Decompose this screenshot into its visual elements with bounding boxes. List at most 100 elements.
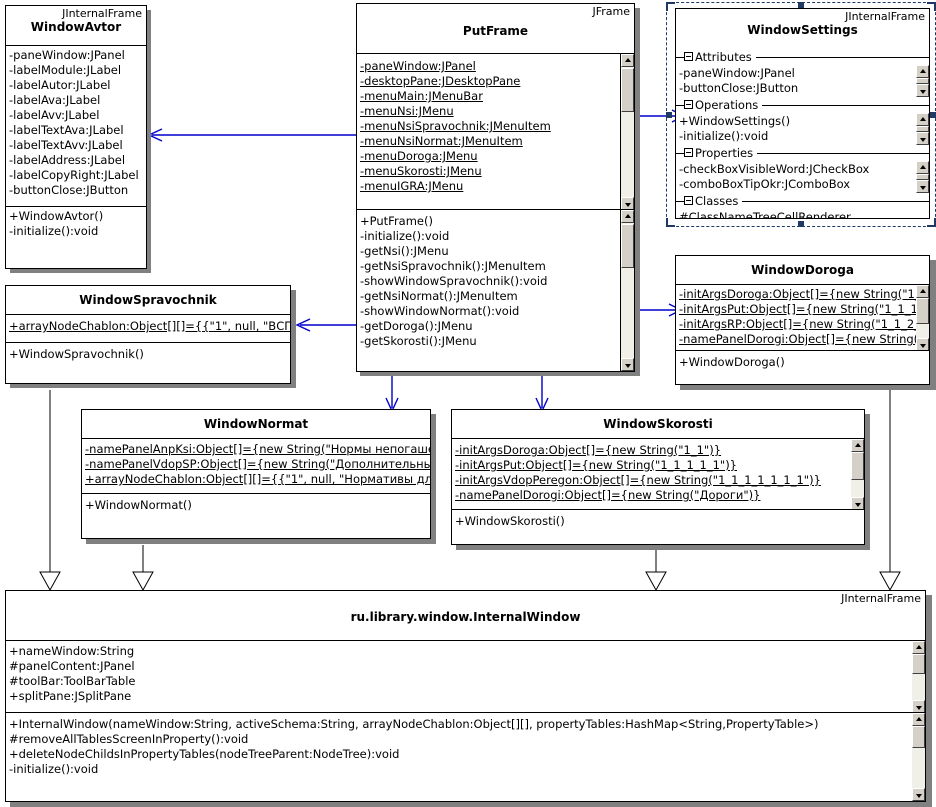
attributes-section[interactable]: -namePanelAnpKsi:Object[]={new String("Н… — [82, 439, 430, 494]
scroll-down-button[interactable] — [916, 132, 929, 145]
operation-rows: +WindowSkorosti() — [452, 510, 565, 529]
operation-row: -getNsiNormat():JMenuItem — [360, 289, 518, 303]
attributes-section[interactable]: -paneWindow:JPanel -buttonClose:JButton — [676, 65, 929, 97]
classes-section[interactable]: #ClassNameTreeCellRenderer — [676, 209, 929, 218]
operations-section[interactable]: +WindowSkorosti() — [452, 510, 864, 544]
operations-scrollbar[interactable] — [916, 113, 929, 145]
scroll-down-button[interactable] — [912, 788, 925, 801]
selection-corner-tl[interactable] — [666, 2, 675, 11]
attributes-scrollbar[interactable] — [912, 641, 925, 712]
operations-section[interactable]: +WindowAvtor() -initialize():void — [6, 207, 146, 268]
selection-handle-bottom[interactable] — [798, 221, 804, 227]
class-box-window-skorosti[interactable]: WindowSkorosti -initArgsDoroga:Object[]=… — [451, 409, 865, 545]
attribute-row: #toolBar:ToolBarTable — [9, 674, 136, 688]
scroll-down-button[interactable] — [621, 197, 634, 209]
operations-section[interactable]: +WindowSettings() -initialize():void — [676, 113, 929, 145]
scrollbar-thumb[interactable] — [621, 224, 634, 268]
scrollbar-thumb[interactable] — [851, 452, 864, 480]
collapse-toggle-icon[interactable] — [684, 196, 693, 205]
collapse-toggle-icon[interactable] — [684, 148, 693, 157]
operation-row: -showWindowSpravochnik():void — [360, 274, 548, 288]
class-box-window-settings[interactable]: JInternalFrame WindowSettings Attributes… — [675, 8, 930, 219]
scrollbar-thumb[interactable] — [916, 126, 929, 132]
scrollbar-thumb[interactable] — [916, 174, 929, 180]
class-box-window-doroga[interactable]: WindowDoroga -initArgsDoroga:Object[]={n… — [675, 255, 930, 385]
scroll-down-button[interactable] — [912, 700, 925, 712]
group-header-classes[interactable]: Classes — [676, 193, 929, 209]
group-tick — [676, 105, 682, 106]
operations-section[interactable]: +WindowNormat() — [82, 494, 430, 538]
attribute-row: -initArgsDoroga:Object[]={new String("1_… — [679, 287, 929, 301]
operations-scrollbar[interactable] — [620, 210, 634, 371]
scroll-up-button[interactable] — [621, 210, 634, 223]
attributes-section[interactable]: +arrayNodeChablon:Object[][]={{"1", null… — [6, 315, 290, 343]
selection-corner-tr[interactable] — [927, 2, 936, 11]
collapse-toggle-icon[interactable] — [684, 52, 693, 61]
group-header-attributes[interactable]: Attributes — [676, 49, 929, 65]
class-box-window-avtor[interactable]: JInternalFrame WindowAvtor -paneWindow:J… — [5, 5, 147, 269]
operations-section[interactable]: +WindowDoroga() — [676, 351, 929, 383]
attributes-section[interactable]: -initArgsDoroga:Object[]={new String("1_… — [452, 439, 864, 510]
scrollbar-thumb[interactable] — [621, 68, 634, 112]
class-box-internal-window[interactable]: JInternalFrame ru.library.window.Interna… — [5, 590, 926, 802]
attribute-row: -labelAddress:JLabel — [9, 153, 126, 167]
attributes-scrollbar[interactable] — [620, 54, 634, 209]
class-box-window-normat[interactable]: WindowNormat -namePanelAnpKsi:Object[]={… — [81, 409, 431, 539]
scroll-up-button[interactable] — [916, 285, 929, 298]
scrollbar-thumb[interactable] — [912, 726, 925, 748]
attributes-scrollbar[interactable] — [916, 65, 929, 97]
internal-window-shadow-bottom — [10, 801, 932, 807]
scroll-down-button[interactable] — [916, 338, 929, 350]
scroll-up-button[interactable] — [912, 713, 925, 726]
operations-section[interactable]: +WindowSpravochnik() — [6, 343, 290, 383]
operations-scrollbar[interactable] — [912, 713, 925, 801]
attributes-section[interactable]: +nameWindow:String #panelContent:JPanel … — [6, 641, 925, 713]
scroll-down-button[interactable] — [851, 497, 864, 509]
class-box-put-frame[interactable]: JFrame PutFrame -paneWindow:JPanel -desk… — [356, 3, 635, 372]
attribute-row: +arrayNodeChablon:Object[][]={{"1", null… — [9, 319, 290, 333]
attributes-section[interactable]: -initArgsDoroga:Object[]={new String("1_… — [676, 285, 929, 351]
operations-section[interactable]: +InternalWindow(nameWindow:String, activ… — [6, 713, 925, 801]
attribute-row: -namePanelDorogi:Object[]={new String("Д… — [455, 488, 761, 502]
selection-handle-top[interactable] — [798, 2, 804, 8]
properties-scrollbar[interactable] — [916, 161, 929, 193]
attribute-row: -menuDoroga:JMenu — [360, 149, 478, 163]
class-header: WindowSpravochnik — [6, 286, 290, 315]
attribute-rows: -paneWindow:JPanel -desktopPane:JDesktop… — [357, 54, 551, 194]
scrollbar-thumb[interactable] — [916, 298, 929, 324]
properties-section[interactable]: -checkBoxVisibleWord:JCheckBox -comboBox… — [676, 161, 929, 193]
window-doroga-shadow-bottom — [680, 384, 936, 390]
attributes-section[interactable]: -paneWindow:JPanel -desktopPane:JDesktop… — [357, 54, 634, 210]
scroll-up-button[interactable] — [916, 65, 929, 78]
scroll-down-button[interactable] — [621, 358, 634, 371]
scroll-up-button[interactable] — [916, 161, 929, 174]
attribute-rows: -initArgsDoroga:Object[]={new String("1_… — [452, 439, 821, 503]
scroll-up-button[interactable] — [851, 439, 864, 452]
operation-row: +WindowDoroga() — [679, 355, 785, 369]
operations-section[interactable]: +PutFrame() -initialize():void -getNsi()… — [357, 210, 634, 371]
group-header-properties[interactable]: Properties — [676, 145, 929, 161]
scroll-down-button[interactable] — [916, 180, 929, 193]
attribute-row: -menuNsiSpravochnik:JMenuItem — [360, 119, 551, 133]
scrollbar-thumb[interactable] — [912, 654, 925, 674]
operation-row: -showWindowNormat():void — [360, 304, 520, 318]
selection-handle-left[interactable] — [666, 112, 672, 118]
scroll-up-button[interactable] — [621, 54, 634, 67]
attributes-scrollbar[interactable] — [916, 285, 929, 350]
group-label: Attributes — [692, 49, 756, 65]
group-header-operations[interactable]: Operations — [676, 97, 929, 113]
window-skorosti-shadow-bottom — [456, 544, 870, 550]
selection-handle-right[interactable] — [930, 112, 936, 118]
selection-corner-br[interactable] — [927, 218, 936, 227]
scroll-down-button[interactable] — [916, 84, 929, 97]
class-header: JInternalFrame WindowSettings — [676, 9, 929, 49]
scroll-up-button[interactable] — [916, 113, 929, 126]
selection-corner-bl[interactable] — [666, 218, 675, 227]
operation-row: +WindowSettings() — [679, 114, 791, 128]
attributes-scrollbar[interactable] — [851, 439, 864, 509]
attributes-section[interactable]: -paneWindow:JPanel -labelModule:JLabel -… — [6, 46, 146, 207]
class-box-window-spravochnik[interactable]: WindowSpravochnik +arrayNodeChablon:Obje… — [5, 285, 291, 384]
scroll-up-button[interactable] — [912, 641, 925, 654]
scrollbar-thumb[interactable] — [916, 78, 929, 84]
collapse-toggle-icon[interactable] — [684, 100, 693, 109]
